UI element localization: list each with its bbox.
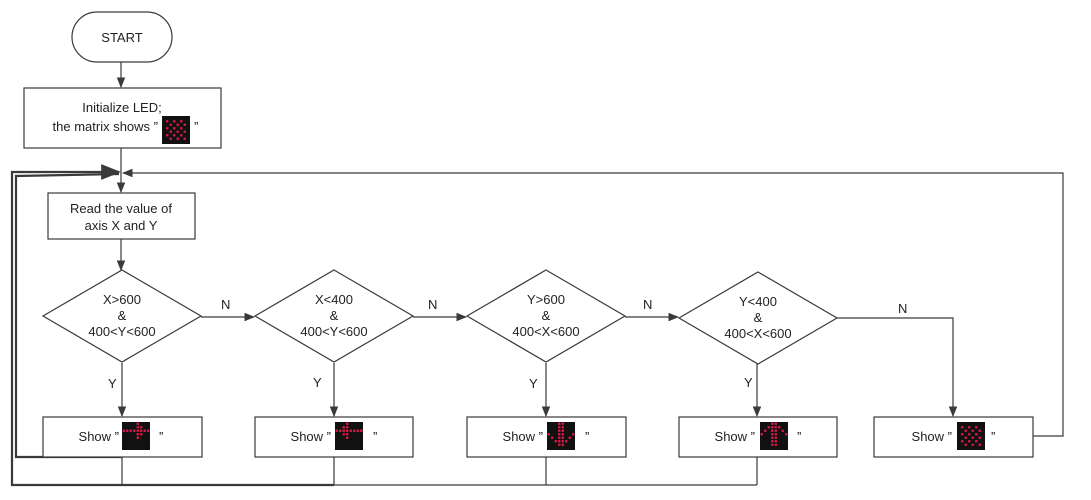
label-no-4: N [898,301,907,316]
show-3-suffix: ” [585,429,589,444]
show-2-prefix: Show ” [291,429,331,444]
read-line2: axis X and Y [85,218,158,233]
label-no-1: N [221,297,230,312]
init-line2-suffix: ” [194,119,198,134]
led-arrow-down-icon [547,422,575,450]
decision-2-line3: 400<Y<600 [300,324,367,339]
show-5-suffix: ” [991,429,995,444]
show-node-1: Show ” ” [42,416,203,458]
decision-4-line3: 400<X<600 [724,326,791,341]
show-4-suffix: ” [797,429,801,444]
edge-loop-outer [10,164,334,487]
label-yes-4: Y [744,375,753,390]
label-yes-2: Y [313,375,322,390]
show-5-prefix: Show ” [912,429,952,444]
connectors [10,62,1064,487]
read-node: Read the value of axis X and Y [47,192,196,240]
decision-3: Y>600 & 400<X<600 [465,269,627,363]
start-label: START [101,30,142,45]
show-4-prefix: Show ” [715,429,755,444]
decision-4: Y<400 & 400<X<600 [677,271,839,365]
label-no-2: N [428,297,437,312]
show-node-5: Show ” ” [873,416,1034,458]
decision-1-line2: & [118,308,127,323]
decision-4-line1: Y<400 [739,294,777,309]
read-line1: Read the value of [70,201,172,216]
decision-2-line1: X<400 [315,292,353,307]
show-node-4: Show ” ” [678,416,838,458]
edge-show5-loop [121,168,1064,437]
led-grid-icon [957,422,985,450]
decision-2: X<400 & 400<Y<600 [253,269,415,363]
decision-3-line3: 400<X<600 [512,324,579,339]
edge-labels: N N N N Y Y Y Y [108,297,907,391]
led-arrow-up-icon [760,422,788,450]
show-3-prefix: Show ” [503,429,543,444]
decision-1: X>600 & 400<Y<600 [41,269,203,363]
show-1-prefix: Show ” [79,429,119,444]
led-grid-icon [162,116,190,144]
label-no-3: N [643,297,652,312]
show-2-suffix: ” [373,429,377,444]
edge-d4-show5 [837,317,958,418]
label-yes-1: Y [108,376,117,391]
init-line1: Initialize LED; [82,100,161,115]
decision-3-line1: Y>600 [527,292,565,307]
init-node: Initialize LED; the matrix shows ” ” [23,87,222,149]
label-yes-3: Y [529,376,538,391]
show-1-suffix: ” [159,429,163,444]
decision-2-line2: & [330,308,339,323]
decision-1-line1: X>600 [103,292,141,307]
show-node-2: Show ” ” [254,416,414,458]
led-arrow-left-icon [335,422,363,450]
decision-3-line2: & [542,308,551,323]
decision-1-line3: 400<Y<600 [88,324,155,339]
show-node-3: Show ” ” [466,416,627,458]
start-node: START [71,11,173,63]
init-line2-prefix: the matrix shows ” [53,119,158,134]
decision-4-line2: & [754,310,763,325]
led-arrow-right-icon [122,422,150,450]
